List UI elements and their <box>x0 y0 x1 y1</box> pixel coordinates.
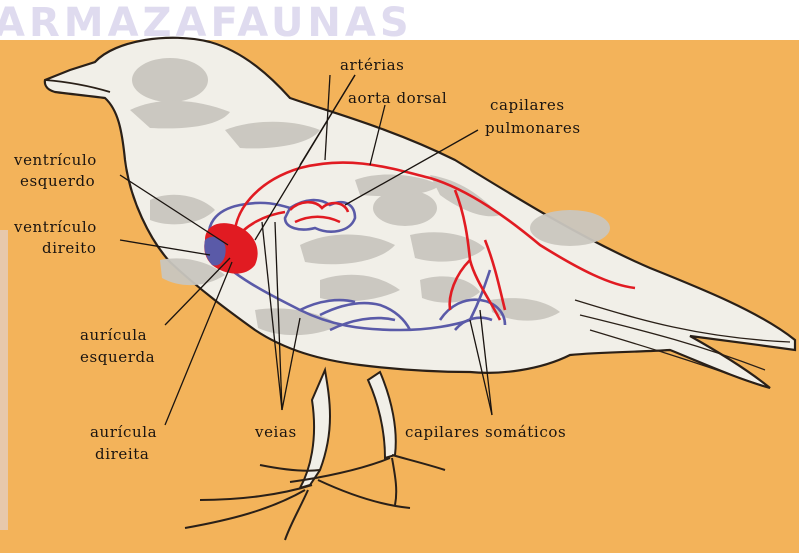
label-capilares-pulmonares-1: capilares <box>490 96 565 114</box>
label-auricula-direita-2: direita <box>95 445 149 463</box>
label-auricula-esquerda-2: esquerda <box>80 348 155 366</box>
bird-legs <box>185 370 445 540</box>
label-aorta-dorsal: aorta dorsal <box>348 89 447 107</box>
label-arterias: artérias <box>340 56 404 74</box>
label-auricula-esquerda-1: aurícula <box>80 326 147 344</box>
label-capilares-pulmonares-2: pulmonares <box>485 119 581 137</box>
label-ventriculo-direito-2: direito <box>42 239 97 257</box>
label-auricula-direita-1: aurícula <box>90 423 157 441</box>
label-capilares-somaticos: capilares somáticos <box>405 423 566 441</box>
label-ventriculo-esquerdo-2: esquerdo <box>20 172 95 190</box>
label-ventriculo-esquerdo-1: ventrículo <box>13 151 97 169</box>
label-veias: veias <box>254 423 297 441</box>
label-ventriculo-direito-1: ventrículo <box>13 218 97 236</box>
